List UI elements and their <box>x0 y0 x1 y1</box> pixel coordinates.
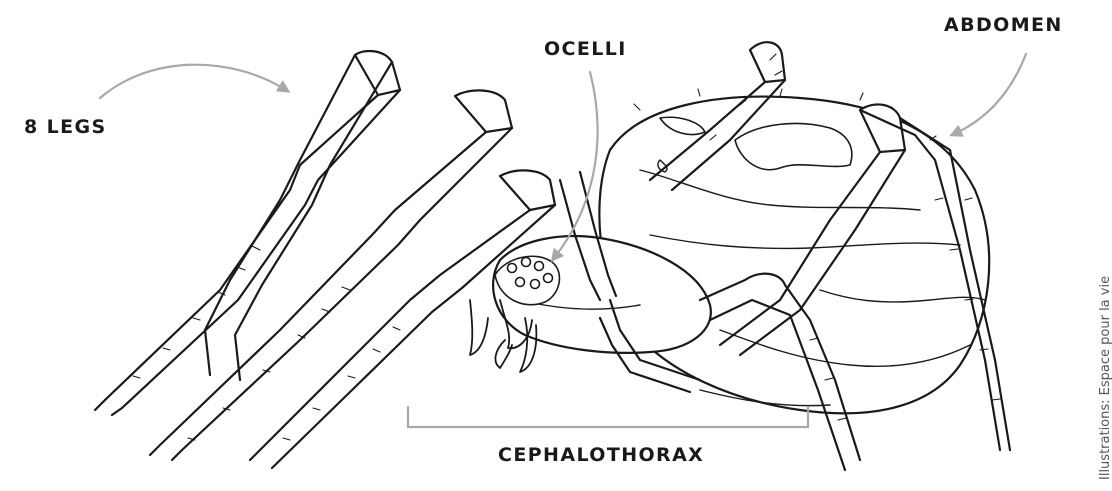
legs-label: 8 LEGS <box>24 116 107 138</box>
illustration-credit: Illustrations: Espace pour la vie <box>1098 276 1112 480</box>
ocelli-label: OCELLI <box>544 38 627 60</box>
abdomen-arrow <box>954 54 1026 134</box>
cephalothorax-bracket <box>408 407 808 427</box>
spider-illustration <box>95 42 1010 470</box>
ocelli-arrow <box>554 72 598 258</box>
legs-arrow <box>100 65 286 98</box>
cephalothorax-label: CEPHALOTHORAX <box>498 444 704 466</box>
abdomen-label: ABDOMEN <box>944 14 1063 36</box>
